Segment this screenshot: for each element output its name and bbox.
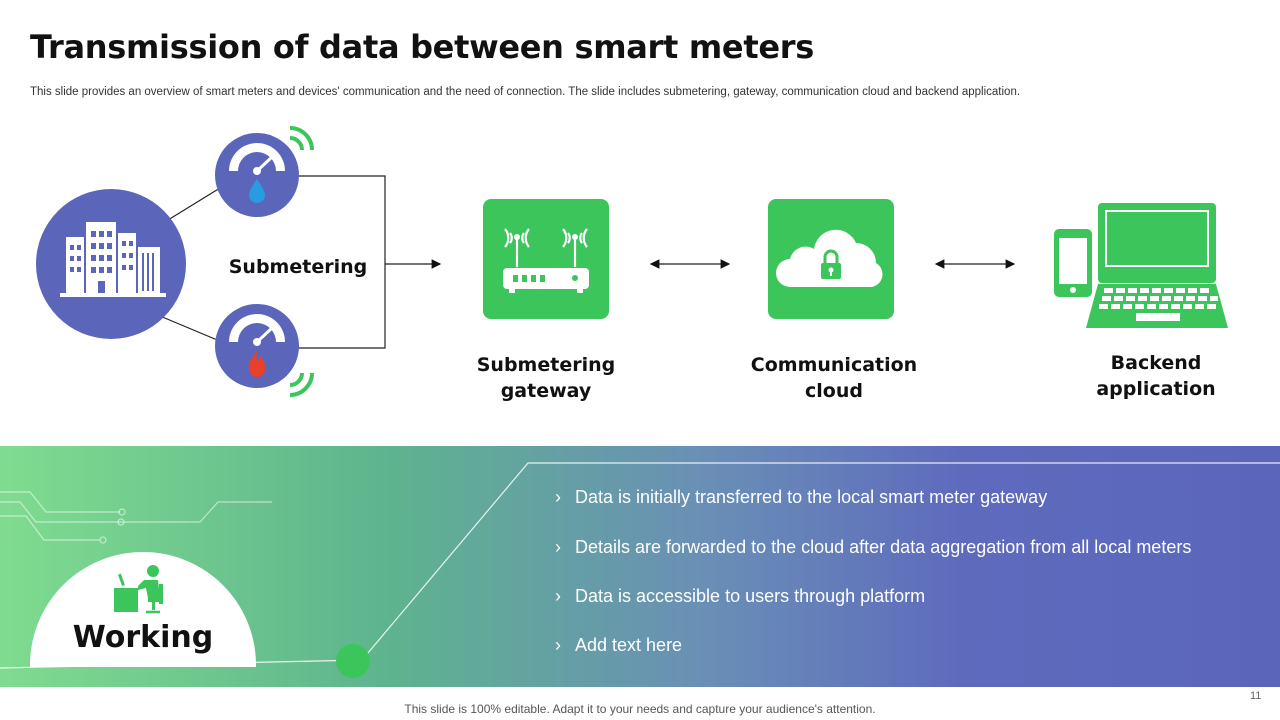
slide-title: Transmission of data between smart meter… [30,28,814,66]
chevron-icon: › [555,487,561,507]
cloud-label-line1: Communication [750,354,918,376]
building-icon [36,189,186,339]
backend-label-line2: application [1096,378,1216,400]
slide-subtitle: This slide provides an overview of smart… [30,86,1021,98]
chevron-icon: › [555,586,561,606]
chevron-icon: › [555,537,561,557]
gateway-label: Submetering gateway [466,352,626,404]
backend-label-line1: Backend [1110,352,1202,374]
connector-bottom-meter [159,315,223,343]
gateway-box [483,199,609,319]
green-dot [336,644,370,678]
bullet-item: › Data is accessible to users through pla… [555,586,925,607]
gas-meter-icon [215,304,314,397]
cloud-box [768,199,894,319]
footer-note: This slide is 100% editable. Adapt it to… [404,702,876,716]
page-number: 11 [1250,690,1262,702]
working-heading: Working [72,620,214,655]
person-at-desk-icon [114,565,163,614]
bullet-item: › Data is initially transferred to the lo… [555,487,1047,508]
gateway-label-line1: Submetering [476,354,616,376]
bullet-item: › Add text here [555,635,682,656]
diagram-canvas [159,175,1016,349]
submetering-label: Submetering [228,256,368,278]
submetering-bracket [298,175,386,349]
router-icon [503,228,589,293]
backend-label: Backend application [1076,350,1236,402]
bullet-text: Details are forwarded to the cloud after… [575,537,1192,557]
bullet-text: Data is accessible to users through plat… [575,586,926,606]
water-meter-icon [215,126,314,217]
gateway-label-line2: gateway [500,380,592,402]
cloud-lock-icon [776,229,883,287]
connector-top-meter [167,187,221,221]
chevron-icon: › [555,635,561,655]
backend-devices-icon [1054,203,1228,328]
bullet-text: Data is initially transferred to the loc… [575,487,1048,507]
bullet-item: › Details are forwarded to the cloud afte… [555,537,1191,558]
cloud-label: Communication cloud [744,352,924,404]
bullet-text: Add text here [575,635,683,655]
cloud-label-line2: cloud [805,380,863,402]
